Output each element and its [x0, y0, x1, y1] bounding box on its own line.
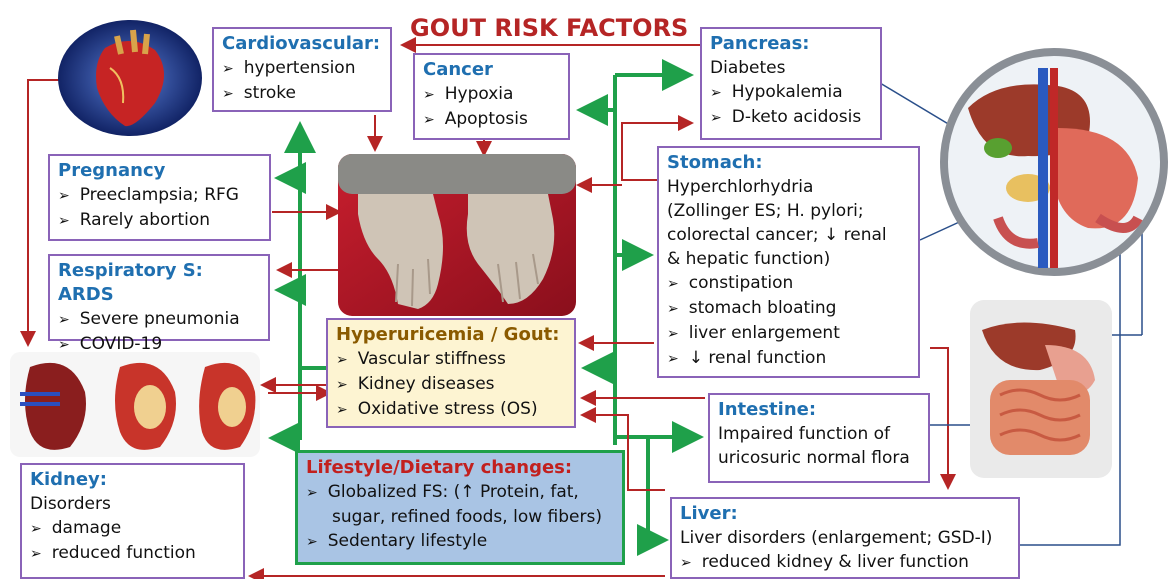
pregnancy-box: Pregnancy Preeclampsia; RFG Rarely abort…: [48, 154, 271, 241]
pregnancy-item: Rarely abortion: [58, 208, 261, 233]
stomach-line: & hepatic function): [667, 247, 910, 271]
cardiovascular-box: Cardiovascular: hypertension stroke: [212, 27, 392, 112]
hyperuricemia-header: Hyperuricemia / Gout:: [336, 323, 566, 347]
stomach-line: (Zollinger ES; H. pylori;: [667, 199, 910, 223]
liver-box: Liver: Liver disorders (enlargement; GSD…: [670, 497, 1020, 579]
cardiovascular-header: Cardiovascular:: [222, 32, 382, 56]
cardiovascular-item: stroke: [222, 81, 382, 106]
cancer-item: Hypoxia: [423, 82, 560, 107]
respiratory-header: Respiratory S: ARDS: [58, 259, 260, 307]
heart-image: [55, 18, 205, 138]
kidneys-image: [10, 352, 260, 457]
hyperuricemia-box: Hyperuricemia / Gout: Vascular stiffness…: [326, 318, 576, 428]
hyperuricemia-item: Vascular stiffness: [336, 347, 566, 372]
hyperuricemia-item: Oxidative stress (OS): [336, 397, 566, 422]
liver-header: Liver:: [680, 502, 1010, 526]
stomach-box: Stomach: Hyperchlorhydria (Zollinger ES;…: [657, 146, 920, 378]
lifestyle-item: Globalized FS: (↑ Protein, fat,: [306, 480, 614, 505]
intestine-line: uricosuric normal flora: [718, 446, 920, 470]
kidney-box: Kidney: Disorders damage reduced functio…: [20, 463, 245, 579]
kidney-line: Disorders: [30, 492, 235, 516]
liver-intestine-image: [970, 300, 1112, 478]
pregnancy-item: Preeclampsia; RFG: [58, 183, 261, 208]
pancreas-item: Hypokalemia: [710, 80, 872, 105]
pancreas-item: D-keto acidosis: [710, 105, 872, 130]
stomach-item: constipation: [667, 271, 910, 296]
liver-line: Liver disorders (enlargement; GSD-I): [680, 526, 1010, 550]
stomach-line: colorectal cancer; ↓ renal: [667, 223, 910, 247]
stomach-item: stomach bloating: [667, 296, 910, 321]
liver-item: reduced kidney & liver function: [680, 550, 1010, 575]
pregnancy-header: Pregnancy: [58, 159, 261, 183]
pancreas-box: Pancreas: Diabetes Hypokalemia D-keto ac…: [700, 27, 882, 140]
gout-hands-photo: [338, 154, 576, 316]
respiratory-box: Respiratory S: ARDS Severe pneumonia COV…: [48, 254, 270, 341]
pancreas-header: Pancreas:: [710, 32, 872, 56]
lifestyle-item-continued: sugar, refined foods, low fibers): [306, 505, 614, 529]
lifestyle-item: Sedentary lifestyle: [306, 529, 614, 554]
intestine-header: Intestine:: [718, 398, 920, 422]
cardiovascular-item: hypertension: [222, 56, 382, 81]
kidney-item: reduced function: [30, 541, 235, 566]
kidney-header: Kidney:: [30, 468, 235, 492]
cancer-header: Cancer: [423, 58, 560, 82]
respiratory-item: Severe pneumonia: [58, 307, 260, 332]
lifestyle-header: Lifestyle/Dietary changes:: [306, 456, 614, 480]
hyperuricemia-item: Kidney diseases: [336, 372, 566, 397]
pancreas-line: Diabetes: [710, 56, 872, 80]
stomach-line: Hyperchlorhydria: [667, 175, 910, 199]
cancer-box: Cancer Hypoxia Apoptosis: [413, 53, 570, 140]
intestine-line: Impaired function of: [718, 422, 920, 446]
digestive-organs-image: [938, 48, 1170, 276]
kidney-item: damage: [30, 516, 235, 541]
stomach-item: ↓ renal function: [667, 346, 910, 371]
diagram-title: GOUT RISK FACTORS: [410, 14, 688, 42]
cancer-item: Apoptosis: [423, 107, 560, 132]
stomach-item: liver enlargement: [667, 321, 910, 346]
stomach-header: Stomach:: [667, 151, 910, 175]
lifestyle-box: Lifestyle/Dietary changes: Globalized FS…: [295, 450, 625, 565]
intestine-box: Intestine: Impaired function of uricosur…: [708, 393, 930, 483]
